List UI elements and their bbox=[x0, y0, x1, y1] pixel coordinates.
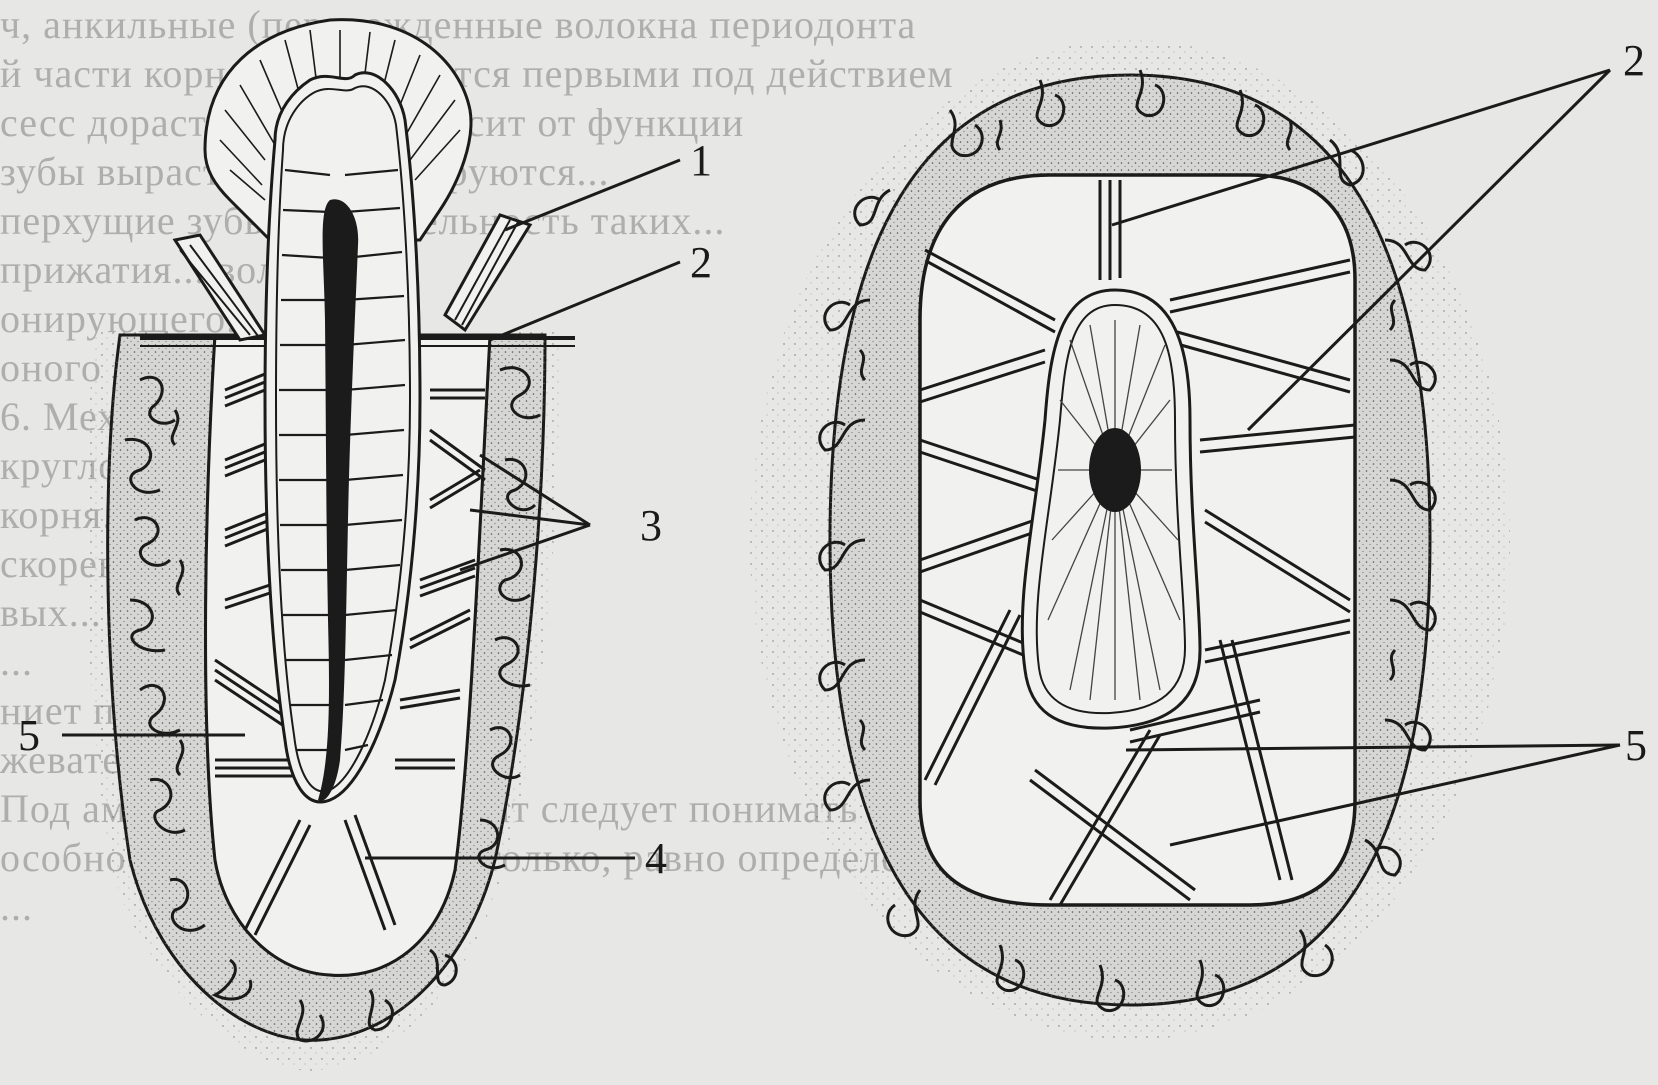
label-2-left: 2 bbox=[690, 238, 712, 287]
gingiva-left bbox=[175, 235, 265, 340]
label-3: 3 bbox=[640, 501, 662, 550]
pulp-cross-section bbox=[1089, 428, 1141, 512]
label-5-right: 5 bbox=[1625, 721, 1647, 770]
label-2-right: 2 bbox=[1623, 36, 1645, 85]
gingiva-right bbox=[445, 215, 530, 330]
longitudinal-section: 1 2 3 5 4 bbox=[18, 20, 712, 1071]
label-4: 4 bbox=[645, 834, 667, 883]
label-1: 1 bbox=[690, 136, 712, 185]
cross-section: 2 5 bbox=[750, 36, 1647, 1040]
label-5-left: 5 bbox=[18, 711, 40, 760]
